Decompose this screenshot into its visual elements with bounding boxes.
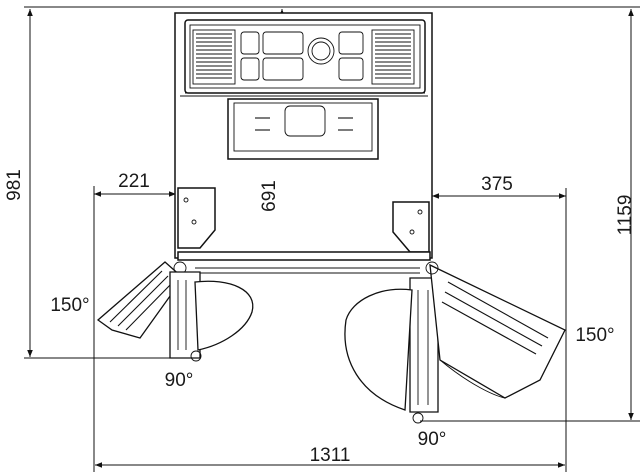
label-door-depth: 691: [259, 180, 280, 212]
dimension-labels: 981 1159 691 221 375 1311: [4, 169, 636, 466]
label-depth-closed: 981: [4, 169, 25, 201]
angle-labels: 150° 90° 150° 90°: [50, 295, 614, 450]
center-drawer: [227, 98, 379, 160]
right-door-90: [344, 277, 439, 424]
label-depth-open: 1159: [615, 195, 636, 236]
right-vent-grille: [371, 29, 415, 85]
right-door-150: [425, 261, 566, 399]
label-left-outer-angle: 150°: [50, 295, 89, 316]
right-hinge-bracket: [392, 201, 430, 253]
label-right-outer-angle: 150°: [575, 325, 614, 346]
refrigerator-body: [174, 12, 433, 274]
label-left-inner-angle: 90°: [165, 370, 194, 391]
left-door-90: [169, 271, 254, 362]
label-total-width: 1311: [310, 445, 351, 466]
left-door-150: [96, 261, 187, 339]
label-left-offset: 221: [118, 171, 150, 192]
top-control-panels: [240, 31, 364, 81]
label-right-inner-angle: 90°: [418, 429, 447, 450]
label-right-offset: 375: [481, 174, 513, 195]
left-vent-grille: [192, 29, 236, 85]
left-hinge-bracket: [177, 187, 216, 249]
